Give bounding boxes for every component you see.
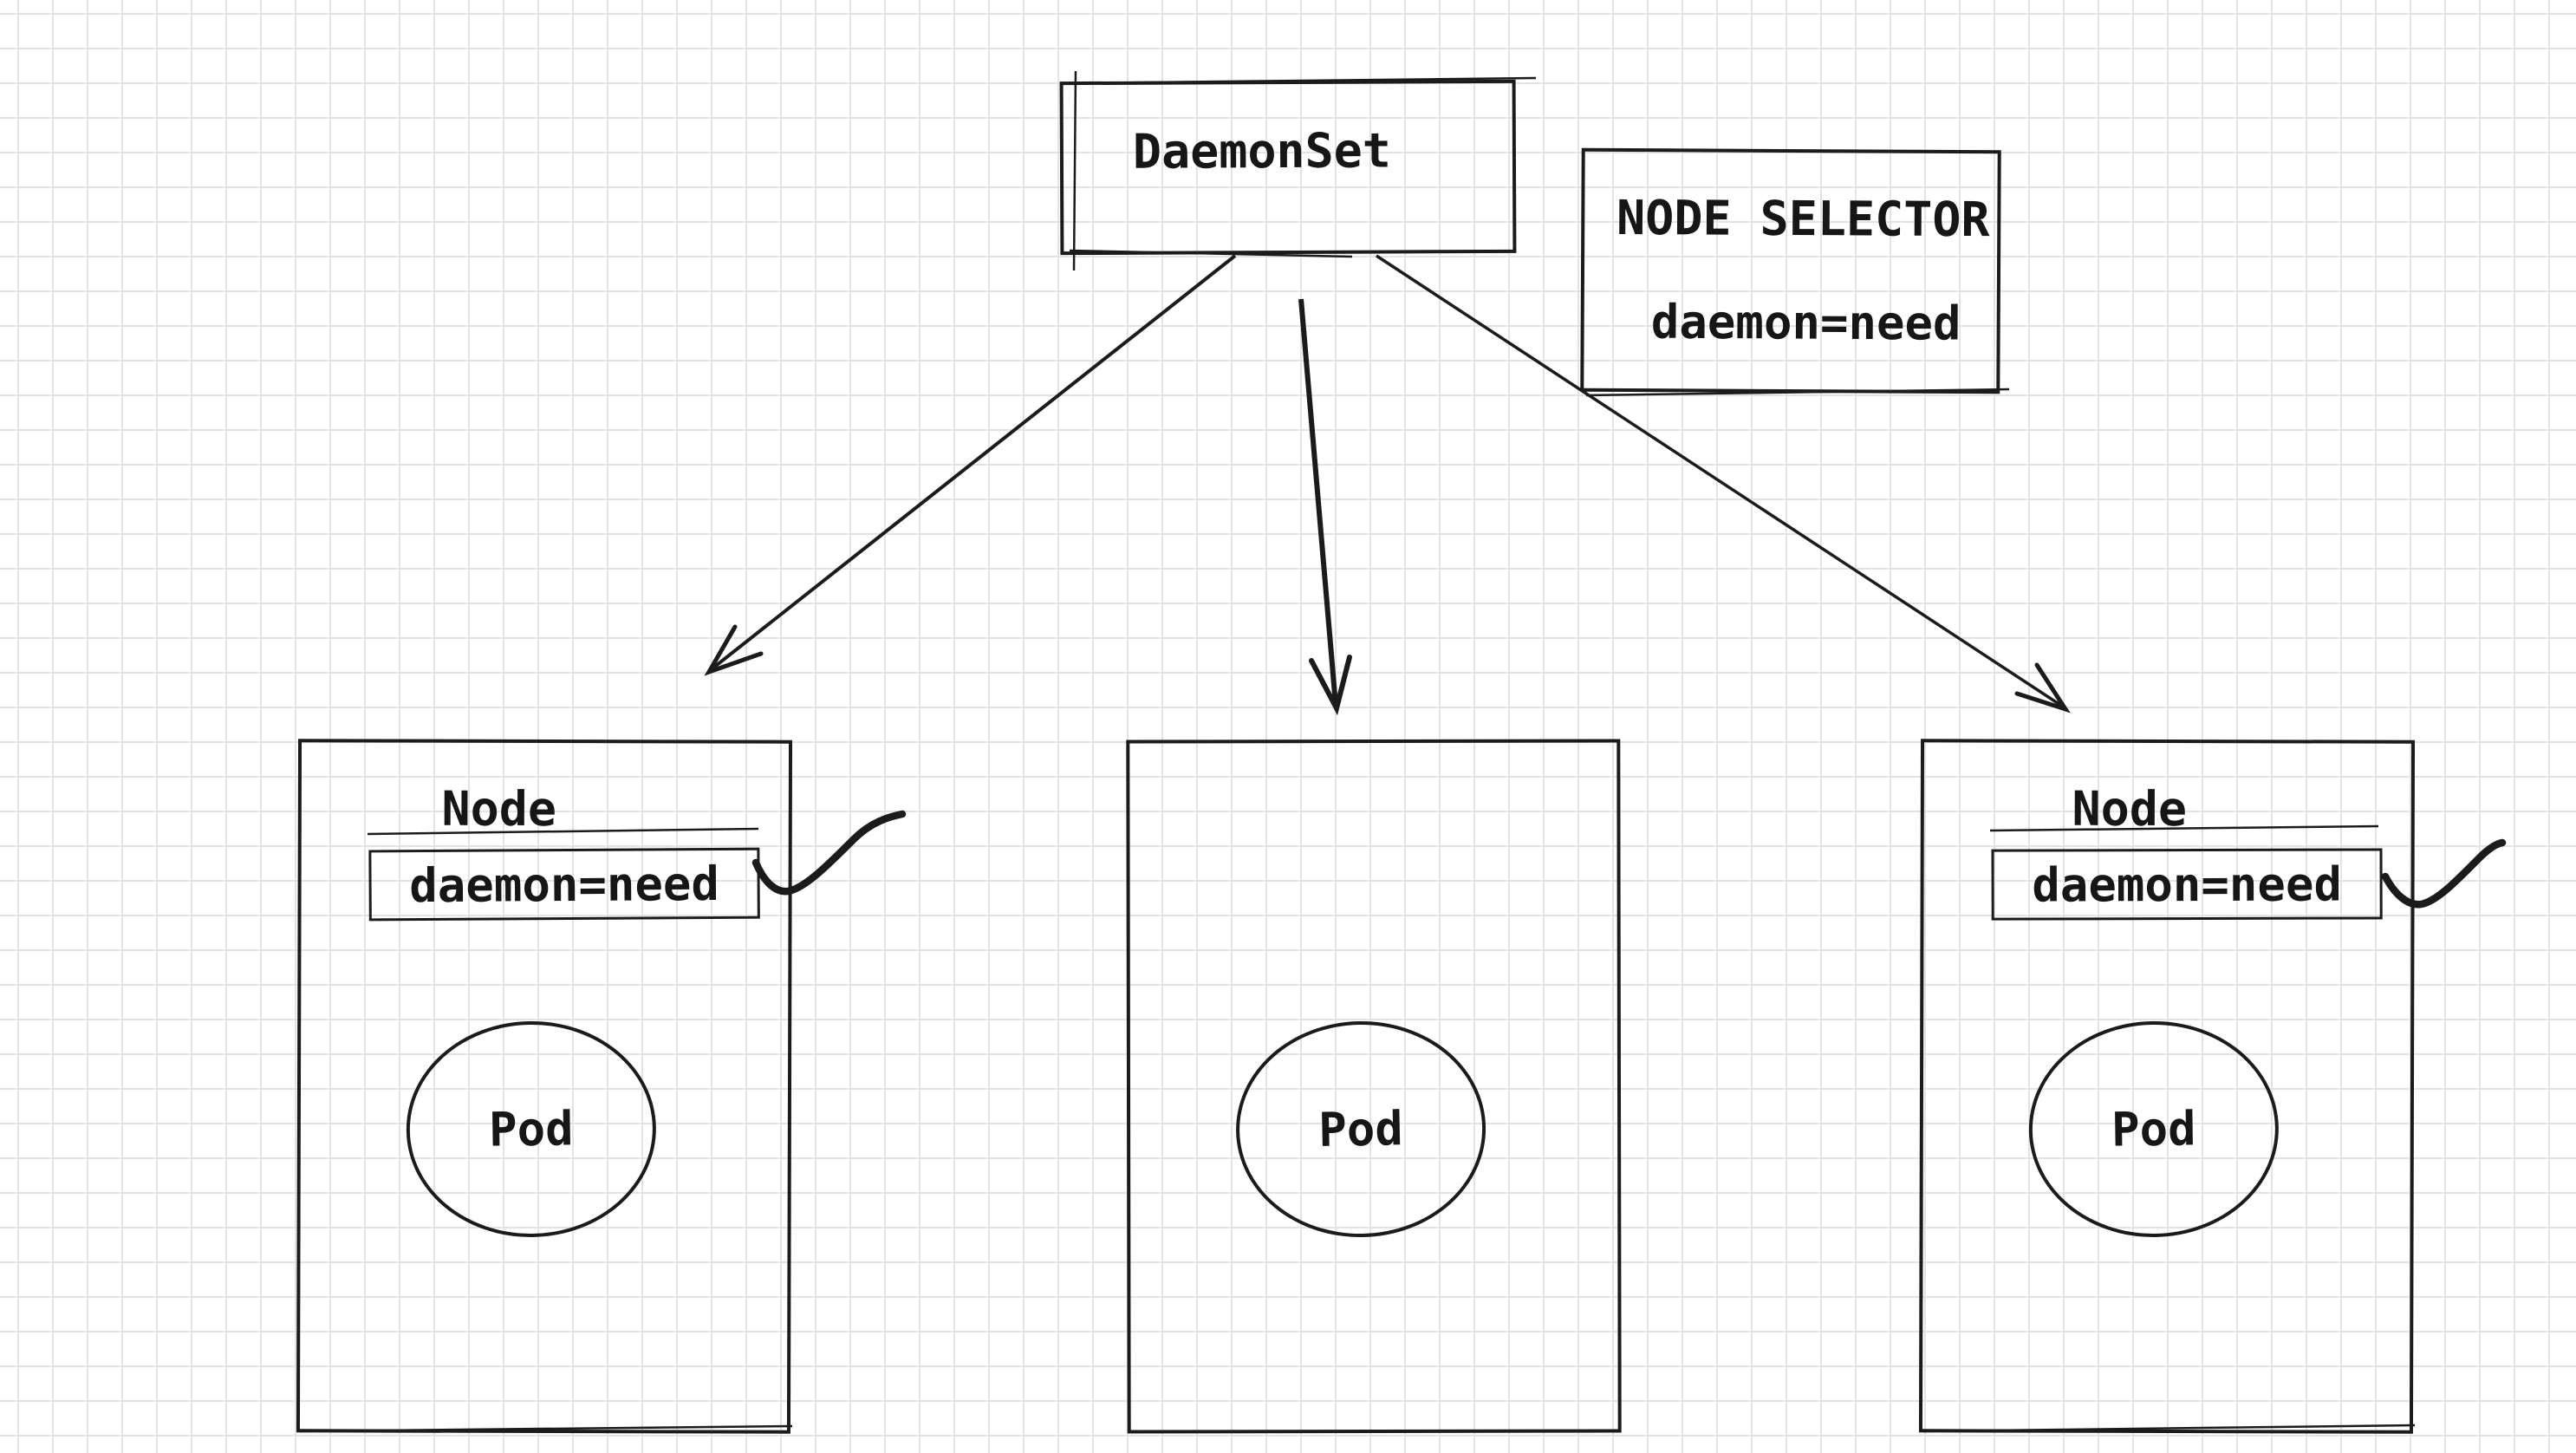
- pod-label: Pod: [488, 1101, 575, 1157]
- arrowhead-icon: [704, 624, 764, 676]
- node-selector-tag: daemon=need: [368, 847, 760, 922]
- node-box-1: Node daemon=need Pod: [296, 739, 793, 1434]
- daemonset-box: DaemonSet: [1059, 79, 1517, 256]
- pod-circle: Pod: [2027, 1019, 2280, 1240]
- node-selector-box: NODE SELECTOR daemon=need: [1580, 147, 2001, 394]
- node-box-2: Pod: [1126, 739, 1622, 1434]
- pod-label: Pod: [2111, 1101, 2197, 1157]
- arrowhead-icon: [1309, 655, 1352, 716]
- arrow-daemonset-to-node-1: [704, 254, 1237, 676]
- daemonset-label: DaemonSet: [1132, 122, 1392, 179]
- node-selector-value: daemon=need: [1650, 294, 1961, 351]
- node-selector-tag-label: daemon=need: [2032, 857, 2343, 913]
- node-title: Node: [441, 780, 557, 837]
- arrowhead-icon: [2014, 662, 2071, 713]
- node-selector-tag-label: daemon=need: [409, 856, 720, 913]
- pod-label: Pod: [1317, 1101, 1404, 1157]
- node-title: Node: [2072, 780, 2188, 837]
- pod-circle: Pod: [1233, 1019, 1488, 1240]
- node-selector-tag: daemon=need: [1991, 848, 2383, 921]
- arrow-daemonset-to-node-2: [1298, 298, 1352, 716]
- node-box-3: Node daemon=need Pod: [1918, 739, 2416, 1434]
- pod-circle: Pod: [405, 1019, 658, 1240]
- node-selector-title: NODE SELECTOR: [1616, 189, 1990, 248]
